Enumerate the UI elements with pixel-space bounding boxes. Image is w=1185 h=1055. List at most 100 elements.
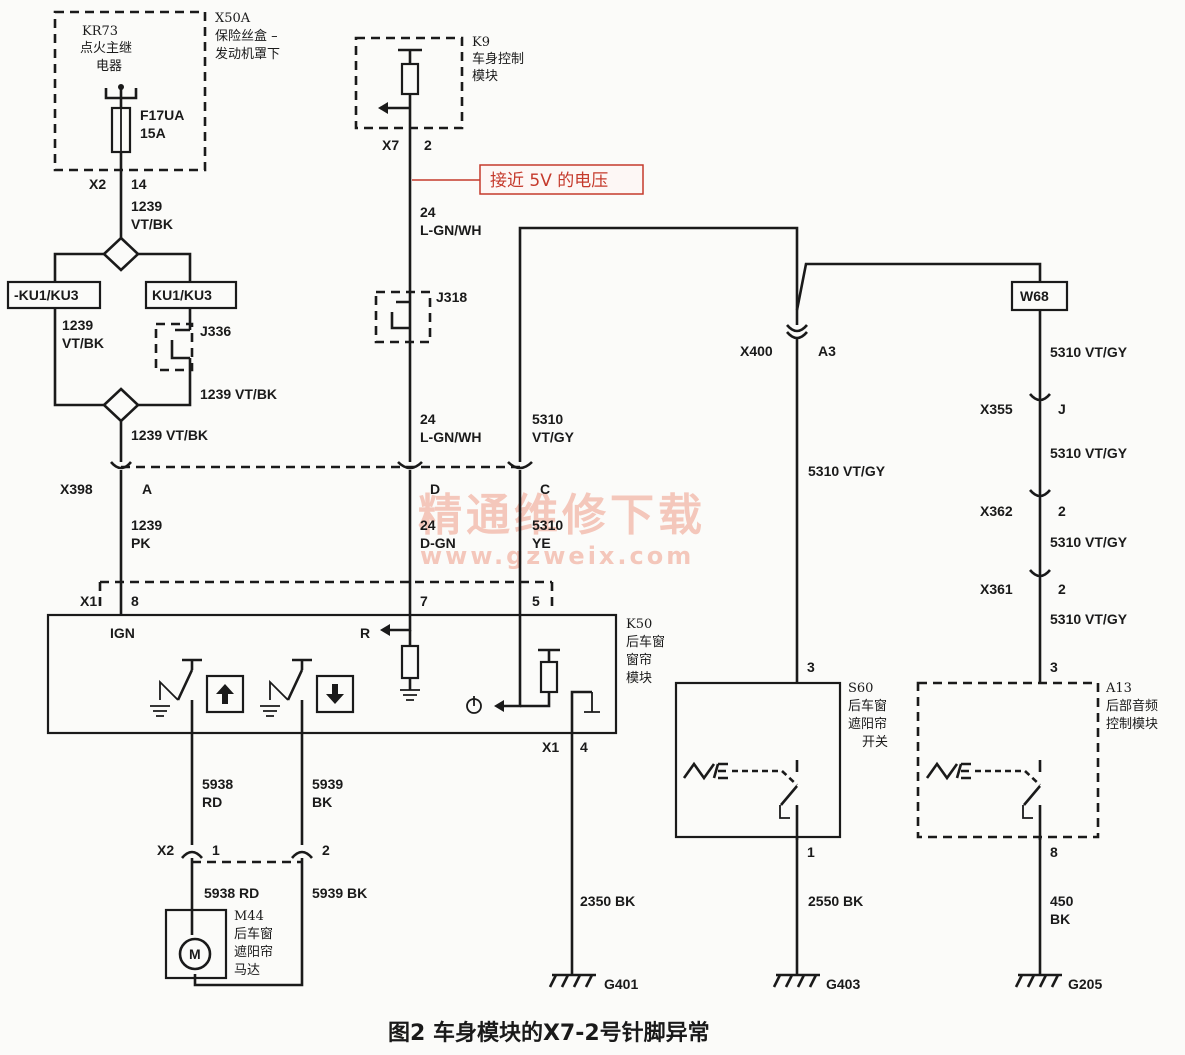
- wire-5310-to-w68: [795, 262, 1042, 311]
- k50-wake-supply: [538, 648, 560, 662]
- wire-5310-c-label: 5310 VT/GY: [1050, 534, 1128, 550]
- figure-caption: 图2 车身模块的X7-2号针脚异常: [388, 1020, 710, 1046]
- x50a-id: X50A: [215, 11, 251, 26]
- g401-ground-icon: [548, 973, 596, 988]
- wire-5938-low-label: 5938 RD: [204, 885, 259, 901]
- g401-label: G401: [604, 976, 638, 992]
- down-relay-supply: [292, 658, 312, 670]
- a13-name-1: 后部音频: [1106, 698, 1158, 714]
- wire-5938-number: 5938: [202, 776, 233, 792]
- wire-450-number: 450: [1050, 893, 1074, 909]
- x361-pin: 2: [1058, 581, 1066, 597]
- x398-d-socket: [397, 461, 423, 470]
- wire-5310-bot-number: 5310: [532, 517, 563, 533]
- k50-wake-line: [498, 615, 522, 708]
- x362-label: X362: [980, 503, 1013, 519]
- x50a-name-1: 保险丝盒 –: [215, 28, 278, 44]
- x1-top-label: X1: [80, 593, 97, 609]
- x400-label: X400: [740, 343, 773, 359]
- kr73-name-2: 电器: [96, 59, 122, 74]
- x400-pin: A3: [818, 343, 836, 359]
- s60-name-3: 开关: [862, 735, 888, 750]
- a13-pin-8: 8: [1050, 844, 1058, 860]
- wire-5310-mid-color: VT/GY: [532, 429, 575, 445]
- x2-pin-label: 14: [131, 176, 147, 192]
- wire-1239-pk-color: PK: [131, 535, 150, 551]
- watermark-title: 精通维修下载: [418, 490, 706, 541]
- wire-5938-color: RD: [202, 794, 222, 810]
- k50-wake-resistor: [539, 660, 559, 694]
- x400-socket: [786, 324, 808, 333]
- j318-label: J318: [436, 289, 467, 305]
- wire-1239-right-label: 1239 VT/BK: [200, 386, 277, 402]
- pin-ign-label: IGN: [110, 625, 135, 641]
- s60-id: S60: [848, 681, 873, 696]
- m-x2-label: X2: [157, 842, 174, 858]
- m-x2-pin1-socket: [181, 850, 203, 859]
- g205-label: G205: [1068, 976, 1102, 992]
- x7-pin-label: 2: [424, 137, 432, 153]
- wire-5939-number: 5939: [312, 776, 343, 792]
- motor-symbol: M: [189, 946, 201, 962]
- wire-1239-top-color: VT/BK: [131, 216, 173, 232]
- k50-wake-pullup: [520, 692, 551, 708]
- kr73-id: KR73: [82, 24, 118, 39]
- annotation-box: [479, 164, 644, 195]
- x398-label: X398: [60, 481, 93, 497]
- a13-pin-3: 3: [1050, 659, 1058, 675]
- ku-pos-label: KU1/KU3: [152, 287, 212, 303]
- down-relay-switch: [286, 669, 304, 733]
- wire-1239-right: [138, 358, 192, 407]
- wire-5939-low-label: 5939 BK: [312, 885, 367, 901]
- x50a-name-2: 发动机罩下: [215, 46, 280, 62]
- m-x2-pin1: 1: [212, 842, 220, 858]
- j336-outline: [154, 322, 194, 372]
- s60-name-1: 后车窗: [848, 698, 887, 714]
- s60-name-2: 遮阳帘: [848, 716, 887, 732]
- k50-name-1: 后车窗: [626, 634, 665, 650]
- fuse-id: F17UA: [140, 107, 184, 123]
- splice-bottom: [102, 387, 140, 423]
- m44-name-1: 后车窗: [234, 926, 273, 942]
- k50-wake-arrow-icon: [494, 700, 504, 712]
- wire-450-color: BK: [1050, 911, 1070, 927]
- up-arrow-icon: [216, 684, 234, 704]
- x50a-fusebox-outline: [53, 10, 207, 172]
- m44-id: M44: [234, 909, 264, 924]
- x361-label: X361: [980, 581, 1013, 597]
- down-relay-ground-link: [269, 679, 289, 701]
- annotation-text: 接近 5V 的电压: [490, 171, 608, 191]
- s60-mode-symbol: [682, 761, 728, 781]
- x398-pin-d: D: [430, 481, 440, 497]
- down-button[interactable]: [315, 674, 355, 714]
- g205-ground-icon: [1014, 973, 1062, 988]
- up-relay-switch: [176, 669, 194, 733]
- splice-top: [102, 236, 140, 272]
- k50-module-box: [46, 613, 618, 735]
- wire-2550-label: 2550 BK: [808, 893, 863, 909]
- wire-1239-bottom-label: 1239 VT/BK: [131, 427, 208, 443]
- k50-r-ground-icon: [400, 689, 420, 701]
- up-button[interactable]: [205, 674, 245, 714]
- s60-pin-1: 1: [807, 844, 815, 860]
- down-arrow-icon: [326, 684, 344, 704]
- wire-5310-a-label: 5310 VT/GY: [1050, 344, 1128, 360]
- a13-switch-lever: [1022, 805, 1033, 819]
- a13-module-outline: [916, 681, 1100, 839]
- k50-chassis-ground-icon: [584, 692, 600, 713]
- wire-5939-motor: [193, 858, 304, 987]
- m-x2-pin2: 2: [322, 842, 330, 858]
- x1-pin-5: 5: [532, 593, 540, 609]
- s60-switch-box: [674, 681, 842, 839]
- m44-name-2: 遮阳帘: [234, 944, 273, 960]
- wire-24-mid-color: L-GN/WH: [420, 429, 481, 445]
- x400-plug: [786, 331, 808, 340]
- motor-icon: [178, 937, 212, 971]
- x7-connector-label: X7: [382, 137, 399, 153]
- s60-switch-contact: [780, 760, 799, 840]
- x1-pin-8: 8: [131, 593, 139, 609]
- x362-pin: 2: [1058, 503, 1066, 519]
- up-relay-ground-icon: [150, 705, 170, 717]
- wire-splice-right: [138, 252, 192, 282]
